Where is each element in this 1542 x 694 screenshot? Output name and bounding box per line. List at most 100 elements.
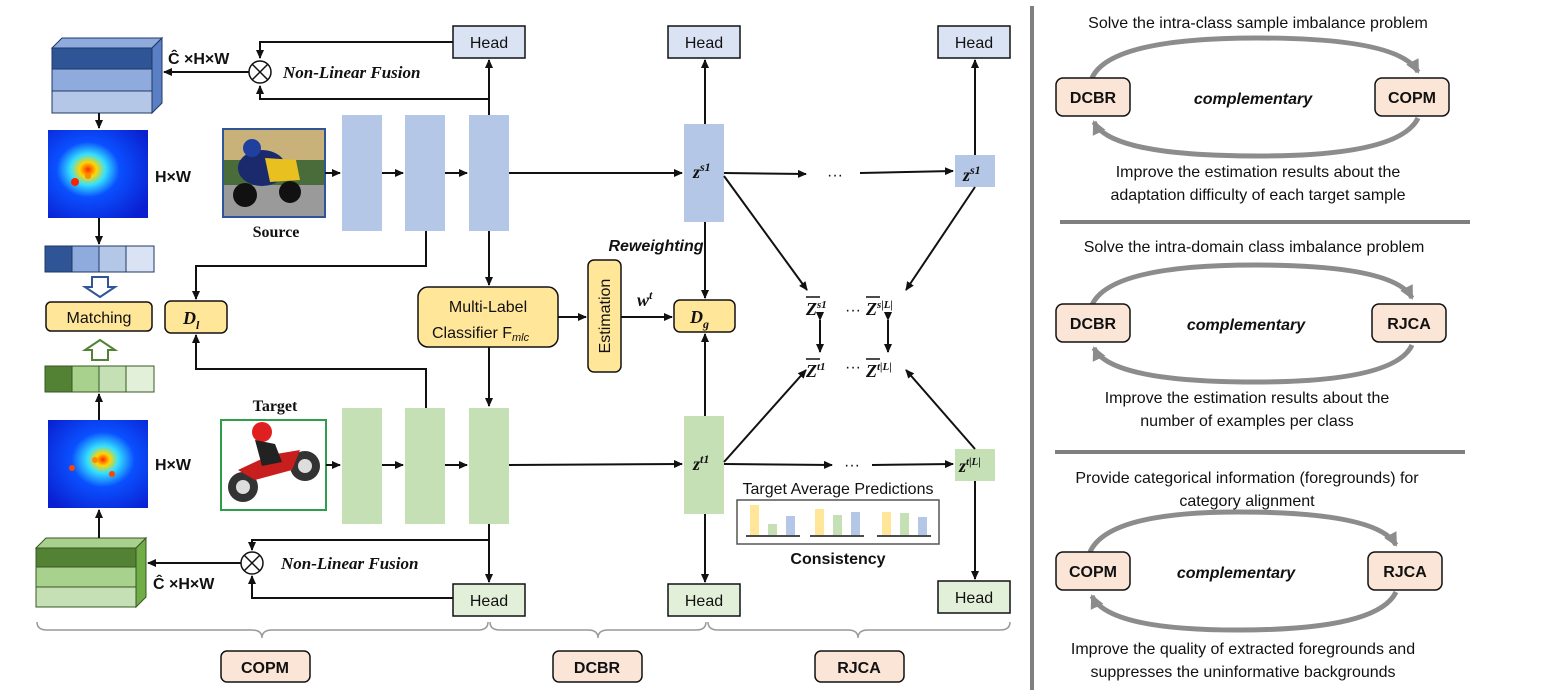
dots: ··· (844, 457, 860, 474)
source-heatmap (48, 130, 148, 218)
zbar-tL-label: Zt|L| (865, 361, 892, 381)
up-hollow-arrow-icon (81, 338, 119, 361)
head-label: Head (955, 35, 993, 52)
head-label: Head (470, 593, 508, 610)
p1-right: COPM (1388, 90, 1436, 107)
consistency-label: Consistency (790, 551, 885, 568)
p2-mid: complementary (1187, 317, 1306, 334)
source-image (222, 128, 326, 218)
p2-right: RJCA (1387, 316, 1431, 333)
p1-right-box (1374, 77, 1450, 117)
module-copm-label: COPM (241, 660, 289, 677)
connectors (95, 41, 979, 599)
p2-bottom-2: number of examples per class (1140, 413, 1353, 430)
fusion-top-icon (248, 60, 272, 84)
c-hw-bottom: Ĉ ×H×W (153, 574, 215, 593)
target-encoder (342, 408, 509, 524)
dg-box (673, 299, 736, 333)
dots: ··· (845, 359, 861, 376)
ztL-right-feature (955, 449, 995, 481)
fusion-bottom-icon (240, 551, 264, 575)
non-linear-fusion-bottom: Non-Linear Fusion (280, 554, 418, 573)
mlc-line1: Multi-Label (449, 299, 527, 316)
p3-bottom-2: suppresses the uninformative backgrounds (1090, 664, 1395, 681)
p2-left-box (1055, 303, 1131, 343)
source-vector (44, 245, 155, 273)
p1-mid: complementary (1194, 91, 1313, 108)
p2-bottom-1: Improve the estimation results about the (1105, 390, 1390, 407)
matching-box (45, 301, 153, 332)
head-label: Head (955, 590, 993, 607)
module-dcbr-box (552, 650, 643, 683)
source-encoder (342, 115, 509, 231)
zbar-labels: Zs1 Zs|L| Zt1 Zt|L| (805, 296, 893, 381)
bidirectional-arrows (816, 312, 892, 353)
dots: ··· (845, 302, 861, 319)
module-braces (36, 621, 1011, 639)
p2-right-box (1371, 303, 1447, 343)
zbar-sL-label: Zs|L| (865, 299, 893, 319)
p2-left: DCBR (1070, 316, 1117, 333)
zbar-t1-label: Zt1 (805, 361, 826, 381)
p1-left-box (1055, 77, 1131, 117)
hw-top: H×W (155, 169, 192, 186)
module-rjca-label: RJCA (837, 660, 881, 677)
zt1-label: zt1 (692, 452, 709, 474)
module-dcbr-label: DCBR (574, 660, 621, 677)
dl-box (164, 300, 228, 334)
zs1-right-label: zs1 (962, 163, 981, 185)
source-feature-stack (50, 36, 164, 115)
w-label: wt (637, 288, 653, 310)
module-rjca-box (814, 650, 905, 683)
p2-top: Solve the intra-domain class imbalance p… (1084, 239, 1425, 256)
p3-bottom-1: Improve the quality of extracted foregro… (1071, 641, 1415, 658)
p3-top-1: Provide categorical information (foregro… (1075, 470, 1419, 487)
prediction-bars (746, 505, 931, 537)
ztL-label: zt|L| (958, 456, 981, 476)
head-bottom-copm (452, 583, 526, 617)
zs1-label: zs1 (692, 160, 711, 182)
p3-right: RJCA (1383, 564, 1427, 581)
head-top-rjca (937, 25, 1011, 59)
module-copm-box (220, 650, 311, 683)
target-avg-label: Target Average Predictions (743, 481, 934, 498)
target-vector (44, 365, 155, 393)
hw-bottom: H×W (155, 457, 192, 474)
reweighting-label: Reweighting (608, 238, 703, 255)
p3-right-box (1367, 551, 1443, 591)
dg-label: Dg (689, 307, 709, 331)
target-image (220, 419, 327, 511)
dots: ··· (827, 167, 843, 184)
mlc-line2: Classifier Fmlc (432, 325, 530, 344)
zs1-right-feature (955, 155, 995, 187)
c-hw-top: Ĉ ×H×W (168, 49, 230, 68)
p1-top: Solve the intra-class sample imbalance p… (1088, 15, 1428, 32)
head-label: Head (470, 35, 508, 52)
target-heatmap (48, 420, 148, 508)
p1-bottom-2: adaptation difficulty of each target sam… (1111, 187, 1406, 204)
zbar-s1-label: Zs1 (805, 299, 827, 319)
head-bottom-rjca (937, 580, 1011, 614)
head-label: Head (685, 35, 723, 52)
head-bottom-dcbr (667, 583, 741, 617)
head-top-dcbr (667, 25, 741, 59)
p3-left: COPM (1069, 564, 1117, 581)
target-label: Target (253, 398, 298, 415)
p3-mid: complementary (1177, 565, 1296, 582)
p1-left: DCBR (1070, 90, 1117, 107)
source-label: Source (253, 224, 300, 241)
p3-left-box (1055, 551, 1131, 591)
zs1-feature (684, 124, 724, 222)
p1-bottom-1: Improve the estimation results about the (1116, 164, 1401, 181)
estimation-label: Estimation (597, 279, 614, 354)
matching-label: Matching (67, 310, 132, 327)
zt1-feature (684, 416, 724, 514)
p3-top-2: category alignment (1179, 493, 1315, 510)
cycle-arrows (1087, 35, 1421, 633)
non-linear-fusion-top: Non-Linear Fusion (282, 63, 420, 82)
target-feature-stack (34, 536, 148, 609)
down-hollow-arrow-icon (81, 276, 119, 299)
head-label: Head (685, 593, 723, 610)
dl-label: Dl (182, 308, 200, 332)
